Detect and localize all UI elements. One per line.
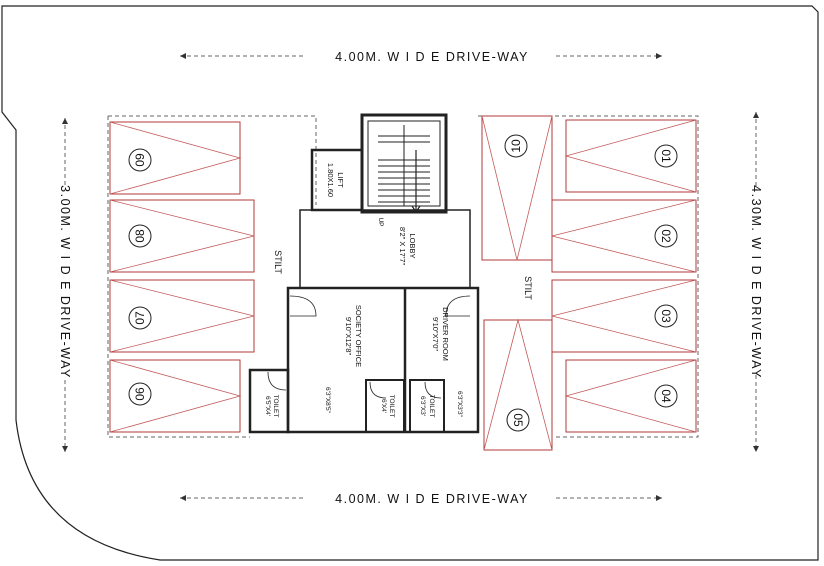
driver-room-size: 9'10"X7'0" [431, 317, 440, 351]
parking-number-circle [654, 144, 678, 168]
parking-bay: 05 [483, 318, 553, 451]
stilt-outline-right [478, 115, 699, 438]
parking-number: 01 [659, 149, 673, 163]
door-swing-toilet-right [424, 381, 442, 399]
parking-number: 05 [511, 413, 525, 427]
parking-number-circle [128, 148, 152, 172]
parking-number-circle [506, 408, 530, 432]
door-swing-driver [445, 295, 471, 317]
driver-room-dim: 6'3"X3'3" [456, 391, 463, 418]
parking-bay: 07 [109, 279, 255, 353]
driveway-bottom: 4.00M. W I D E DRIVE-WAY [180, 492, 662, 506]
parking-bay-marking [481, 115, 553, 261]
parking-number-circle [654, 384, 678, 408]
parking-bay: 06 [109, 359, 242, 433]
parking-bay: 02 [551, 199, 697, 273]
parking-number-circle [504, 134, 528, 158]
door-swing-toilet-mid [369, 381, 387, 399]
driveway-right: 4.30M. W I D E DRIVE-WAY [749, 112, 763, 452]
lift-label: LIFT [336, 172, 345, 188]
parking-number-circle [128, 306, 152, 330]
driveway-left-label: 3.00M. W I D E DRIVE-WAY [58, 185, 72, 379]
toilet-left-size: 6'5"X4' [264, 396, 271, 416]
parking-number: 06 [133, 387, 147, 401]
parking-bay: 09 [109, 121, 242, 195]
parking-bay-marking [109, 279, 255, 353]
society-office-label: SOCIETY OFFICE [354, 305, 363, 367]
parking-bay: 08 [109, 199, 255, 273]
parking-bay-marking [483, 318, 553, 451]
parking-bay: 10 [481, 115, 553, 261]
parking-bay-marking [564, 119, 697, 193]
parking-bay-marking [551, 279, 697, 353]
parking-bay: 03 [551, 279, 697, 353]
driver-room-label: DRIVER ROOM [441, 307, 450, 361]
door-swing-office [289, 295, 317, 317]
parking-number: 09 [133, 153, 147, 167]
core-building [248, 113, 480, 434]
lift-size: 1.80X1.60 [326, 163, 335, 197]
lobby-label: LOBBY [408, 233, 417, 258]
society-office-dim: 6'3"X8'5" [324, 387, 331, 414]
toilet-right-label: TOILET [428, 395, 435, 418]
driveway-right-label: 4.30M. W I D E DRIVE-WAY [749, 185, 763, 379]
door-swing-toilet-left [267, 371, 287, 391]
parking-bay-marking [109, 359, 242, 433]
staircase [378, 125, 430, 214]
stilt-outline-left [107, 115, 317, 438]
parking-number: 03 [659, 309, 673, 323]
parking-bay: 04 [564, 359, 697, 433]
parking-number-circle [128, 382, 152, 406]
parking-number: 04 [659, 389, 673, 403]
lobby-size: 8'2" X 17'7" [398, 227, 407, 266]
parking-bays: 01 02 03 04 05 06 07 08 09 10 [109, 115, 697, 451]
driveway-top-label: 4.00M. W I D E DRIVE-WAY [335, 50, 529, 64]
driveway-top: 4.00M. W I D E DRIVE-WAY [180, 50, 662, 64]
stair-up-label: UP [377, 217, 384, 226]
stilt-label-left: STILT [273, 250, 283, 274]
parking-bay-marking [564, 359, 697, 433]
site-boundary [1, 5, 819, 561]
parking-number-circle [654, 304, 678, 328]
parking-number: 10 [509, 139, 523, 153]
society-office-size: 9'10"X12'8" [344, 317, 353, 356]
parking-bay-marking [109, 121, 242, 195]
stilt-label-right: STILT [523, 276, 533, 300]
driveway-bottom-label: 4.00M. W I D E DRIVE-WAY [335, 492, 529, 506]
driveway-left: 3.00M. W I D E DRIVE-WAY [58, 118, 72, 452]
parking-bay: 01 [564, 119, 697, 193]
parking-number-circle [128, 224, 152, 248]
toilet-left-label: TOILET [272, 395, 279, 418]
parking-number-circle [654, 224, 678, 248]
toilet-mid-size: 6'X4' [380, 399, 387, 413]
parking-number: 02 [659, 229, 673, 243]
parking-bay-marking [109, 199, 255, 273]
parking-number: 07 [133, 311, 147, 325]
toilet-mid-label: TOILET [388, 395, 395, 418]
toilet-right-size: 6'3"X3' [419, 396, 426, 416]
parking-number: 08 [133, 229, 147, 243]
